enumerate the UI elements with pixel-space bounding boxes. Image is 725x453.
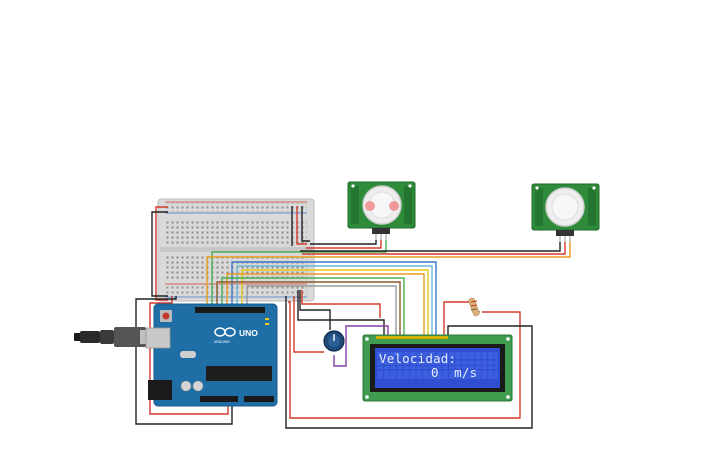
wire-black-rail-2 [301,206,310,242]
wire-pot-red [293,296,324,353]
wire-lcd-gnd [297,290,385,338]
wire-lcd-d6 [216,281,401,338]
wire-lcd-gray [246,285,397,338]
breadboard[interactable] [157,198,315,302]
potentiometer[interactable] [323,330,345,352]
arduino-logo-icon [214,327,236,337]
wire-pir-left-vcc [306,240,382,249]
wires [135,206,571,429]
arduino-brand-label: ARDUINO [214,340,230,344]
wire-red-5v [149,296,229,415]
wire-pir-left-gnd [310,240,377,245]
wire-backlight-out [288,301,521,419]
wire-backlight-red [443,301,470,338]
wire-lcd-d5 [221,277,405,338]
wire-pir-right-out [206,242,571,312]
wire-backlight-black [285,296,533,429]
wire-pot-wiper [333,325,389,367]
wire-pir-right-vcc [302,242,566,255]
wire-pot-black [299,290,331,330]
lcd-header-pins [376,336,448,339]
wire-lcd-d4 [226,273,425,338]
pir-sensor-left[interactable] [347,181,416,240]
lcd-line-2: 0 m/s [431,365,477,380]
wire-lcd-d2 [236,265,433,338]
resistor[interactable] [468,297,481,317]
wire-red-rail [296,206,307,245]
wire-red-power [155,206,168,301]
arduino-uno-label: UNO [239,328,258,338]
wire-lcd-d3 [241,269,429,338]
lcd-line-1: Velocidad: [379,351,456,366]
lcd-display[interactable]: Velocidad: 0 m/s [362,334,513,402]
arduino-uno[interactable]: UNO ARDUINO [145,303,278,407]
wire-black-gnd-2 [135,296,233,425]
wire-black-gnd [151,211,168,297]
usb-cable[interactable] [74,327,158,347]
wire-pir-left-out [211,240,387,312]
wire-lcd-d1 [231,261,437,338]
wire-pir-right-gnd [300,242,561,252]
wire-lcd-vcc [301,290,381,318]
pir-sensor-right[interactable] [531,183,600,242]
